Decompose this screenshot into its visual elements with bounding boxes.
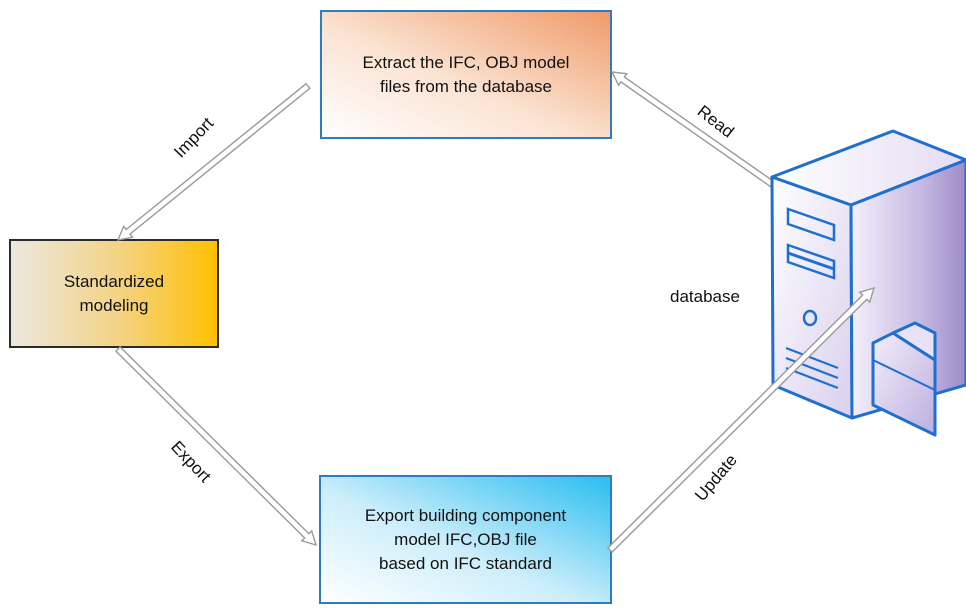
extract-box — [320, 10, 612, 139]
update-arrow — [606, 286, 876, 554]
extract-box-label: Extract the IFC, OBJ model files from th… — [362, 52, 570, 96]
database-label: database — [670, 287, 740, 306]
standardized-box-label: Standardized modeling — [63, 271, 165, 315]
standardized-box — [9, 239, 219, 348]
export-box — [319, 475, 612, 604]
import-arrow — [116, 82, 311, 241]
server-icon — [770, 129, 966, 437]
read-arrow — [610, 71, 775, 188]
export-box-label: Export building component model IFC,OBJ … — [364, 505, 567, 573]
export-arrow — [114, 345, 318, 547]
